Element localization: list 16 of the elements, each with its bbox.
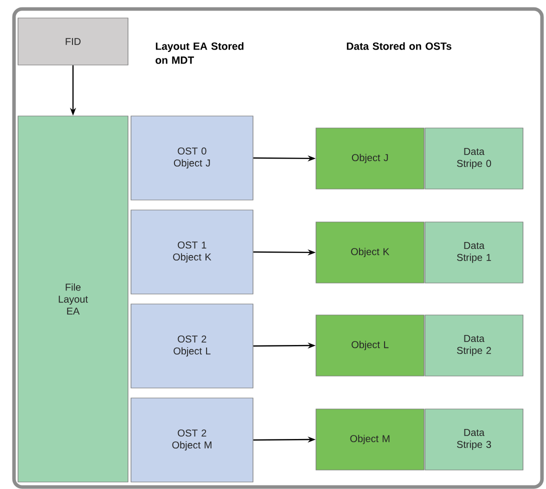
stripe-box: Data Stripe 2 <box>424 314 524 376</box>
stripe-box: Data Stripe 0 <box>424 128 524 190</box>
ost-box: OST 1 Object K <box>130 210 254 294</box>
object-box: Object L <box>316 314 424 376</box>
stripe-box: Data Stripe 1 <box>424 222 524 284</box>
stripe-box: Data Stripe 3 <box>424 408 524 470</box>
column-heading: Layout EA Stored on MDT <box>156 42 244 64</box>
object-box: Object J <box>316 128 424 190</box>
ost-box: OST 2 Object M <box>130 398 254 482</box>
object-box: Object K <box>316 222 424 284</box>
layout-box: File Layout EA <box>18 116 128 482</box>
id-box: FID <box>18 18 128 66</box>
ost-box: OST 2 Object L <box>130 304 254 388</box>
ost-box: OST 0 Object J <box>130 116 254 200</box>
object-box: Object M <box>316 408 424 470</box>
column-heading: Data Stored on OSTs <box>346 42 452 50</box>
